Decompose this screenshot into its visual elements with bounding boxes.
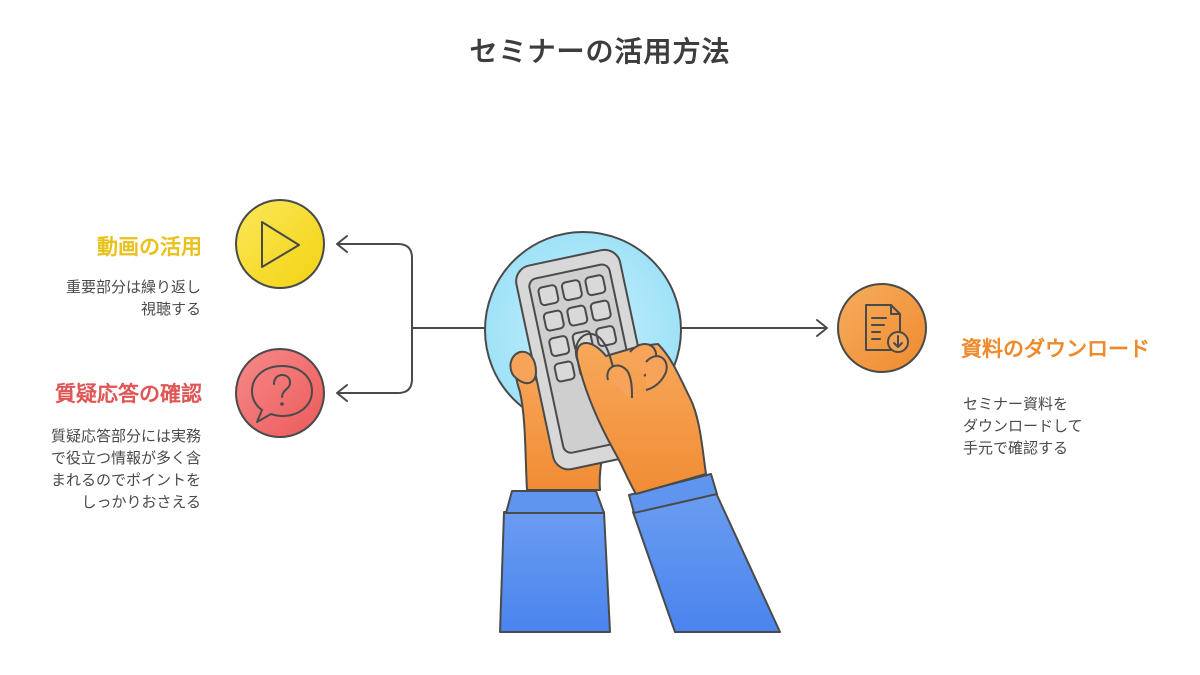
page-title: セミナーの活用方法 xyxy=(469,35,731,68)
document-download-icon xyxy=(837,283,927,373)
video-usage-title: 動画の活用 xyxy=(97,235,202,259)
video-usage-description: 重要部分は繰り返し 視聴する xyxy=(65,278,201,318)
question-speech-icon xyxy=(235,348,325,438)
material-download-description: セミナー資料を ダウンロードして 手元で確認する xyxy=(963,395,1083,457)
connector-lines xyxy=(336,235,828,402)
play-icon xyxy=(235,199,325,289)
hands-phone-icon xyxy=(484,231,781,633)
qa-check-description: 質疑応答部分には実務 で役立つ情報が多く含 まれるのでポイントを しっかりおさえ… xyxy=(50,427,201,511)
qa-check-title: 質疑応答の確認 xyxy=(55,382,202,406)
material-download-title: 資料のダウンロード xyxy=(961,337,1150,361)
